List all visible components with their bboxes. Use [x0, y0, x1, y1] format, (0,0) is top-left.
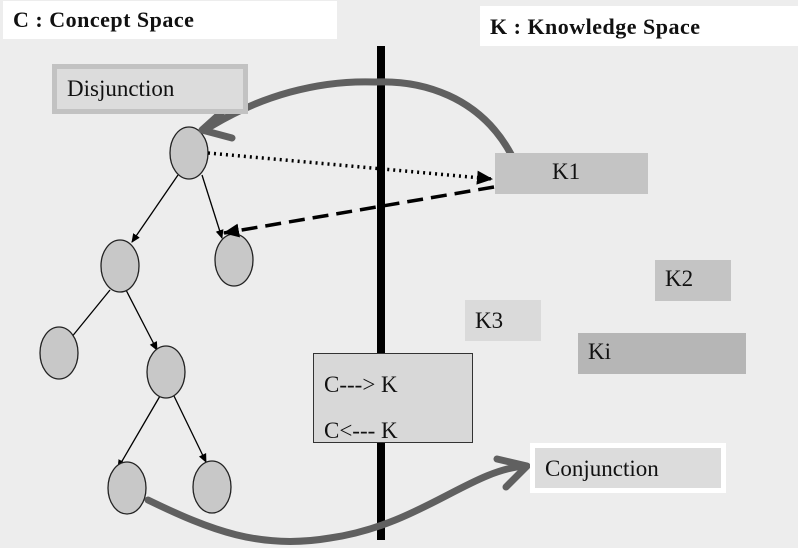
dotted-arrow-to-k1: [207, 151, 493, 185]
tree-node: [192, 460, 232, 514]
mapping-box: C---> K C<--- K: [313, 353, 473, 443]
tree-edge: [125, 289, 158, 351]
tree-edge: [117, 395, 161, 469]
mapping-forward: C---> K: [324, 372, 398, 397]
tree-node: [214, 233, 254, 287]
tree-edges: [65, 174, 224, 469]
conjunction-curve: [144, 462, 529, 546]
disjunction-label: Disjunction: [52, 64, 248, 114]
knowledge-box-k1: K1: [495, 153, 648, 194]
tree-edge: [131, 174, 179, 243]
tree-node-root: [169, 126, 209, 180]
tree-node: [39, 326, 79, 380]
knowledge-space-title: K : Knowledge Space: [480, 6, 798, 46]
tree-edge: [173, 395, 207, 463]
tree-nodes: [39, 126, 254, 515]
conjunction-label: Conjunction: [530, 443, 726, 493]
tree-node: [100, 239, 140, 293]
conjunction-curve-arrowhead: [493, 455, 531, 491]
tree-edge: [201, 174, 224, 239]
knowledge-box-k2: K2: [655, 260, 731, 301]
dashed-arrow-from-k1: [223, 185, 495, 238]
knowledge-box-k3: K3: [465, 300, 541, 341]
mapping-backward: C<--- K: [324, 418, 398, 443]
tree-node: [146, 345, 186, 399]
concept-space-title: C : Concept Space: [3, 1, 337, 39]
knowledge-box-ki: Ki: [578, 333, 746, 374]
disjunction-curve: [201, 78, 516, 160]
tree-node-leaf: [107, 461, 147, 515]
disjunction-curve-arrowhead: [198, 108, 236, 142]
